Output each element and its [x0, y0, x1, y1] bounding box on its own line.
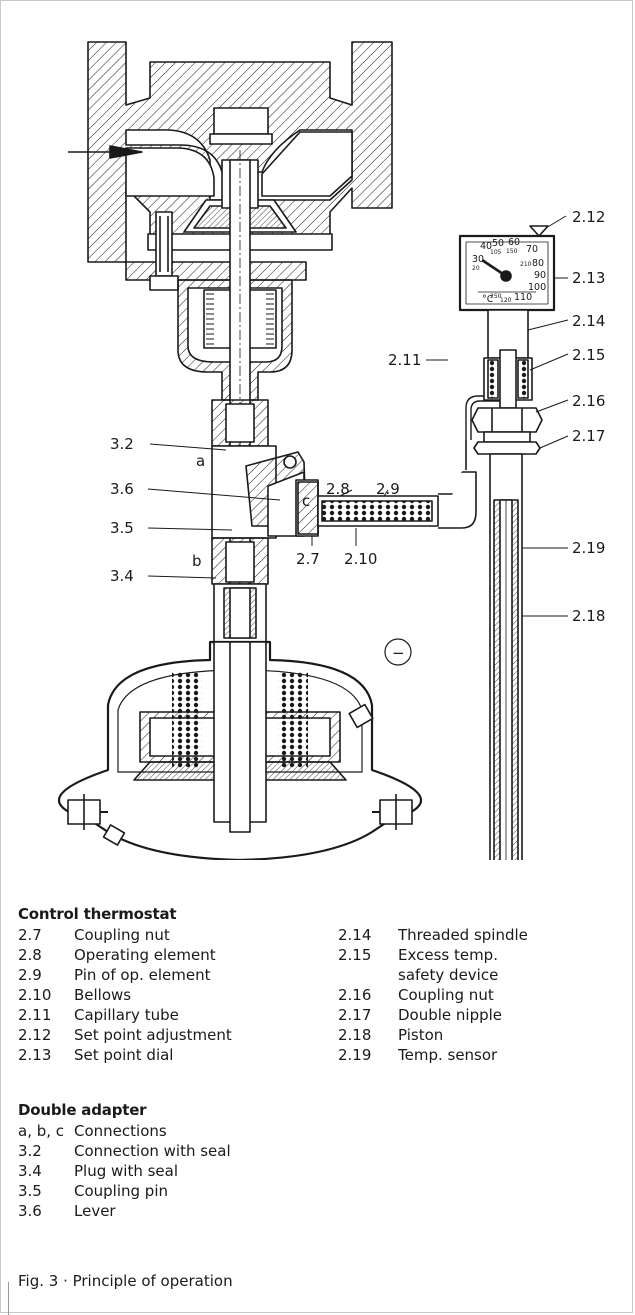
figure-caption: Fig. 3 · Principle of operation	[18, 1272, 233, 1290]
leader-lines	[147, 215, 569, 617]
callout-2-17: 2.17	[572, 427, 605, 445]
callout-a: a	[196, 452, 205, 470]
temp-sensor	[489, 453, 523, 860]
set-point-head	[458, 225, 556, 312]
actuator	[58, 640, 422, 860]
callout-b: b	[192, 552, 202, 570]
callout-2-14: 2.14	[572, 312, 605, 330]
callout-3-4: 3.4	[110, 567, 134, 585]
callout-2-19: 2.19	[572, 539, 605, 557]
dial-inner-5: 120	[500, 297, 512, 304]
callout-3-2: 3.2	[110, 435, 134, 453]
double-adapter-title: Double adapter	[18, 1101, 147, 1119]
coupling-nut	[471, 407, 543, 455]
callout-2-10: 2.10	[344, 550, 377, 568]
dial-outer-7: 110	[514, 292, 532, 303]
dial-outer-1: 50	[492, 238, 504, 249]
dial-outer-4: 80	[532, 258, 544, 269]
minus-sign-circle	[384, 638, 412, 666]
dial-outer-2: 60	[508, 237, 520, 248]
dial-unit: °C	[482, 294, 494, 305]
callout-2-7: 2.7	[296, 550, 320, 568]
callout-2-15: 2.15	[572, 346, 605, 364]
threaded-spindle	[483, 309, 533, 409]
dial-inner-3: 210	[520, 261, 532, 268]
dial-inner-1: 105	[490, 249, 502, 256]
dial-outer-0: 40	[480, 241, 492, 252]
callout-3-5: 3.5	[110, 519, 134, 537]
callout-2-11: 2.11	[388, 351, 421, 369]
dial-outer-3: 70	[526, 244, 538, 255]
callout-2-16: 2.16	[572, 392, 605, 410]
dial-inner-2: 150	[506, 248, 518, 255]
callout-2-9: 2.9	[376, 480, 400, 498]
dial-outer-6: 100	[528, 282, 546, 293]
minus-sign: −	[392, 644, 405, 662]
dial-outer-8: 30	[472, 254, 484, 265]
dial-inner-0: 20	[472, 265, 480, 272]
double-adapter	[211, 399, 319, 643]
dial-outer-5: 90	[534, 270, 546, 281]
callout-labels: 2.12 2.13 2.14 2.15 2.11 2.16 2.17 3.2 a…	[110, 208, 605, 662]
callout-2-13: 2.13	[572, 269, 605, 287]
control-thermostat-title: Control thermostat	[18, 905, 177, 923]
callout-3-6: 3.6	[110, 480, 134, 498]
callout-2-12: 2.12	[572, 208, 605, 226]
dial-inner-4: 250	[490, 293, 502, 300]
operating-element	[317, 440, 477, 529]
operation-diagram: 40 50 60 70 80 90 100 110 30 20 105 150 …	[58, 41, 605, 860]
margin-line	[8, 1282, 9, 1315]
callout-c: c	[302, 492, 310, 510]
callout-2-8: 2.8	[326, 480, 350, 498]
callout-2-18: 2.18	[572, 607, 605, 625]
set-point-dial: 40 50 60 70 80 90 100 110 30 20 105 150 …	[472, 237, 546, 305]
legend-item: safety device	[398, 966, 499, 984]
